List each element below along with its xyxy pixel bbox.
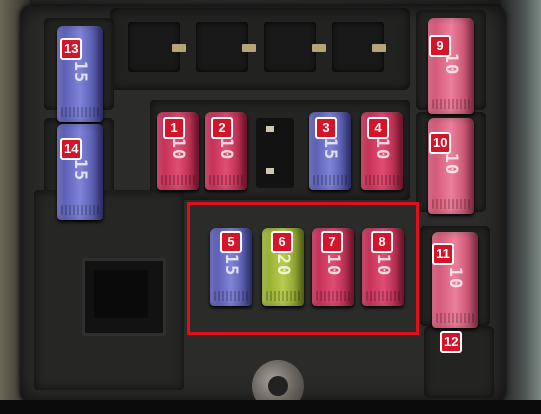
fuse-number-label: 1 <box>163 117 185 139</box>
relay-slot <box>264 22 316 72</box>
fuse-grip <box>313 175 347 185</box>
fuse-grip <box>214 291 248 301</box>
fuse-number-label: 12 <box>440 331 463 353</box>
fuse-number-label: 9 <box>429 35 451 57</box>
terminal-lug <box>372 44 386 52</box>
fuse-grip <box>432 199 470 209</box>
fuse-rating: 10 <box>372 138 392 161</box>
fuse-number-label: 5 <box>220 231 242 253</box>
fuse-number-label: 3 <box>315 117 337 139</box>
fuse-number-label: 10 <box>429 132 452 154</box>
right-panel-edge <box>500 0 541 414</box>
terminal-lug <box>312 44 326 52</box>
fuse-grip <box>61 107 99 117</box>
fuse-rating: 10 <box>216 138 236 161</box>
fuse-grip <box>365 175 399 185</box>
slot-contact <box>266 168 274 174</box>
fuse-grip <box>316 291 350 301</box>
fuse-grip <box>366 291 400 301</box>
fuse-5: 15 <box>210 228 252 306</box>
fuse-rating: 15 <box>320 138 340 161</box>
fuse-number-label: 7 <box>321 231 343 253</box>
fuse-grip <box>432 99 470 109</box>
bottom-shadow <box>0 400 541 414</box>
bolt-head <box>268 376 288 396</box>
empty-fuse-slot <box>256 118 294 188</box>
fuse-number-label: 6 <box>271 231 293 253</box>
fuse-grip <box>266 291 300 301</box>
fuse-grip <box>61 205 99 215</box>
fuse-9: 10 <box>428 18 474 114</box>
terminal-lug <box>242 44 256 52</box>
highlight-frame <box>187 202 419 335</box>
fuse-rating: 15 <box>70 158 90 182</box>
fuse-8: 10 <box>362 228 404 306</box>
terminal-lug <box>172 44 186 52</box>
fuse-rating: 10 <box>168 138 188 161</box>
fuse-number-label: 13 <box>60 38 83 60</box>
fuse-grip <box>209 175 243 185</box>
relay-slot <box>196 22 248 72</box>
fuse-number-label: 8 <box>371 231 393 253</box>
fuse-rating: 10 <box>441 152 461 176</box>
connector-socket-cavity <box>94 270 148 318</box>
fuse-number-label: 11 <box>432 243 454 265</box>
fuse-grip <box>161 175 195 185</box>
fuse-number-label: 14 <box>60 138 83 160</box>
slot-contact <box>266 126 274 132</box>
fuse-number-label: 4 <box>367 117 389 139</box>
fuse-rating: 10 <box>445 266 465 290</box>
fuse-rating: 15 <box>70 60 90 84</box>
fuse-number-label: 2 <box>211 117 233 139</box>
relay-slot <box>128 22 180 72</box>
fuse-grip <box>436 313 474 323</box>
